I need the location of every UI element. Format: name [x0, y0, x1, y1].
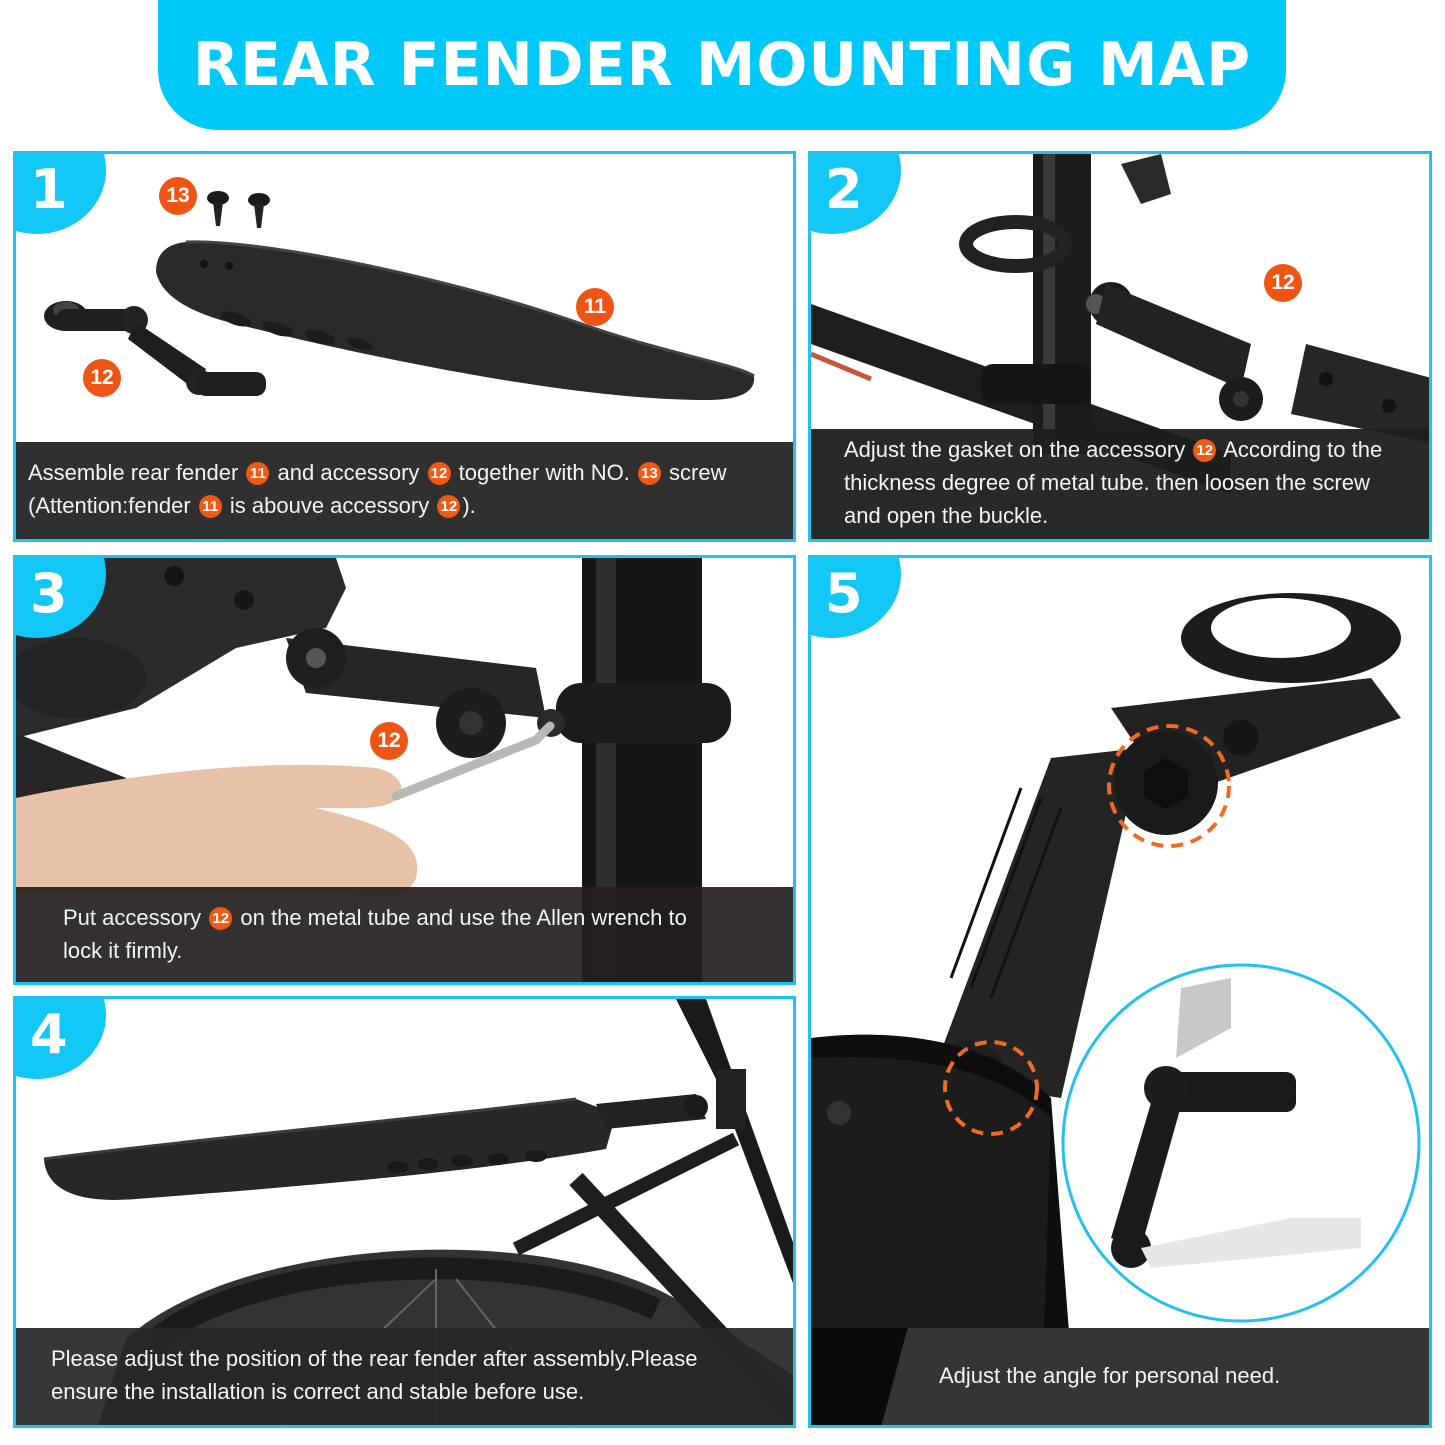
step-panel-1: 1 [13, 151, 796, 542]
seatpost-icon [959, 154, 1091, 454]
ref-dot: 12 [1193, 439, 1217, 462]
page-title: REAR FENDER MOUNTING MAP [192, 30, 1252, 100]
step-5-illustration [811, 558, 1429, 1425]
step-1-caption: Assemble rear fender 11 and accessory 12… [16, 442, 793, 539]
caption-line-3: and open the buckle. [844, 503, 1049, 528]
caption-line-2: thickness degree of metal tube. then loo… [844, 470, 1370, 495]
step-panel-4: 4 [13, 996, 796, 1428]
allen-wrench-icon [391, 721, 555, 801]
caption-line-2: ensure the installation is correct and s… [51, 1379, 585, 1404]
step-5-caption: Adjust the angle for personal need. [811, 1328, 1429, 1425]
screw-icon [207, 191, 270, 228]
step-number-4: 4 [30, 1003, 68, 1066]
caption-line-1: Adjust the angle for personal need. [939, 1363, 1281, 1388]
callout-11: 11 [576, 288, 614, 326]
bracket-accessory-icon [286, 628, 565, 758]
step-4-caption: Please adjust the position of the rear f… [16, 1328, 793, 1425]
step-2-caption: Adjust the gasket on the accessory 12 Ac… [811, 429, 1429, 539]
ref-dot: 12 [427, 462, 451, 485]
step-panel-2: 2 [808, 151, 1432, 542]
callout-12: 12 [83, 359, 121, 397]
step-1-illustration [16, 154, 793, 539]
dashed-circle-highlight-icon [1107, 724, 1231, 848]
ref-dot: 12 [209, 907, 233, 930]
bracket-accessory-icon [596, 1094, 708, 1129]
ref-dot: 13 [637, 462, 661, 485]
step-number-5: 5 [825, 562, 863, 625]
fender-icon [156, 240, 755, 400]
step-number-3: 3 [30, 562, 68, 625]
step-panel-5: 5 [808, 555, 1432, 1428]
step-number-1: 1 [30, 158, 68, 221]
step-number-2: 2 [825, 158, 863, 221]
caption-line-2: lock it firmly. [63, 938, 183, 963]
dashed-circle-highlight-icon [943, 1040, 1039, 1136]
callout-12: 12 [1264, 264, 1302, 302]
fender-icon [1291, 344, 1429, 443]
caption-line-1: Put accessory 12 on the metal tube and u… [63, 905, 687, 930]
ref-dot: 12 [437, 495, 461, 518]
caption-line-1: Assemble rear fender 11 and accessory 12… [28, 460, 727, 485]
bracket-accessory-icon [44, 301, 266, 396]
angle-adjust-inset [1061, 963, 1421, 1323]
bracket-accessory-icon [1086, 282, 1263, 421]
caption-line-2: (Attention:fender 11 is abouve accessory… [28, 493, 476, 518]
step-3-caption: Put accessory 12 on the metal tube and u… [16, 887, 793, 982]
title-banner: REAR FENDER MOUNTING MAP [158, 0, 1286, 130]
ref-dot: 11 [246, 462, 270, 485]
ref-dot: 11 [198, 495, 222, 518]
callout-13: 13 [159, 177, 197, 215]
step-panel-3: 3 [13, 555, 796, 985]
callout-12: 12 [370, 722, 408, 760]
fender-icon [43, 1097, 616, 1200]
caption-line-1: Adjust the gasket on the accessory 12 Ac… [844, 437, 1383, 462]
caption-line-1: Please adjust the position of the rear f… [51, 1346, 698, 1371]
